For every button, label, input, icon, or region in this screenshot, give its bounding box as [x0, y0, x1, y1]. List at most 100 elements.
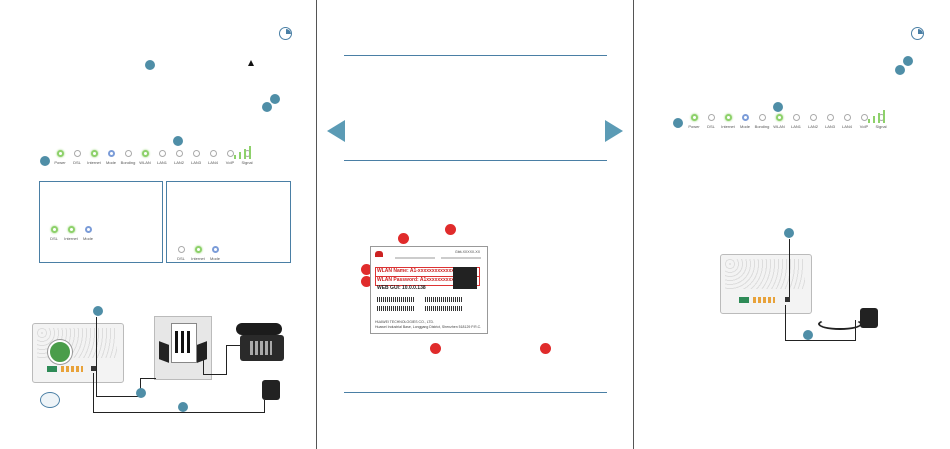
cable — [96, 317, 97, 397]
led-indicator — [211, 246, 219, 253]
led-lan1: LAN1 — [788, 114, 804, 129]
cable — [140, 378, 156, 379]
led-label: Bonding — [120, 160, 136, 165]
step-marker — [178, 402, 188, 412]
warning-triangle-icon — [248, 60, 254, 66]
led-indicator — [758, 114, 766, 121]
cable-coil — [818, 318, 862, 330]
led-lan3: LAN3 — [822, 114, 838, 129]
step-marker — [136, 388, 146, 398]
timer-icon — [279, 27, 292, 40]
led-wlan: WLAN — [137, 150, 153, 165]
led-lan3: LAN3 — [188, 150, 204, 165]
led-indicator — [194, 246, 202, 253]
led-label: LAN1 — [790, 124, 801, 129]
led-label: VoIP — [225, 160, 235, 165]
separator-line — [344, 392, 607, 393]
led-lan4: LAN4 — [839, 114, 855, 129]
cable — [140, 378, 141, 397]
led-label: LAN4 — [841, 124, 852, 129]
led-indicator — [690, 114, 698, 121]
divider-left — [316, 0, 317, 449]
led-indicator — [56, 150, 64, 157]
label-footer: HUAWEI TECHNOLOGIES CO., LTD. — [375, 320, 435, 324]
led-indicator — [741, 114, 749, 121]
led-power: Power — [686, 114, 702, 129]
led-internet: Internet — [190, 246, 206, 261]
led-label: Mode — [209, 256, 220, 261]
led-label: LAN4 — [207, 160, 218, 165]
led-voip: VoIP — [222, 150, 238, 165]
step-marker — [262, 102, 272, 112]
led-indicator — [175, 150, 183, 157]
led-label: LAN2 — [807, 124, 818, 129]
step-marker — [903, 56, 913, 66]
green-highlight-icon — [48, 340, 72, 364]
led-indicator — [724, 114, 732, 121]
step-marker — [895, 65, 905, 75]
led-label: DSL — [73, 160, 81, 165]
arrow-left-icon[interactable] — [327, 120, 345, 142]
arrow-right-icon[interactable] — [605, 120, 623, 142]
power-adapter-icon — [262, 380, 280, 400]
led-indicator — [775, 114, 783, 121]
web-gui-text: WEB GUI: 10.0.0.138 — [377, 285, 426, 291]
separator-line — [344, 160, 607, 161]
led-mode: Mode — [737, 114, 753, 129]
led-label: Bonding — [754, 124, 770, 129]
led-label: Internet — [87, 160, 101, 165]
led-indicator — [209, 150, 217, 157]
led-indicator — [192, 150, 200, 157]
led-mode: Mode — [207, 246, 223, 261]
led-indicator — [809, 114, 817, 121]
cable — [93, 412, 265, 413]
step-marker — [173, 136, 183, 146]
led-label: Mode — [105, 160, 116, 165]
step-marker — [773, 102, 783, 112]
step-marker — [270, 94, 280, 104]
led-label: DSL — [177, 256, 185, 261]
led-wlan: WLAN — [771, 114, 787, 129]
led-indicator — [84, 226, 92, 233]
led-label: VoIP — [859, 124, 869, 129]
device-label: Gbit-XXXXX-XX WLAN Name: A1-xxxxxxxxxxxx… — [370, 246, 488, 334]
led-power: Power — [52, 150, 68, 165]
led-lan2: LAN2 — [171, 150, 187, 165]
cable — [203, 344, 204, 374]
step-marker — [40, 156, 50, 166]
barcode — [377, 306, 415, 311]
model-text: Gbit-XXXXX-XX — [455, 250, 481, 254]
led-label: LAN3 — [824, 124, 835, 129]
led-label: Signal — [241, 160, 253, 165]
led-label: WLAN — [773, 124, 785, 129]
led-dsl: DSL — [173, 246, 189, 261]
led-dsl: DSL — [69, 150, 85, 165]
led-lan1: LAN1 — [154, 150, 170, 165]
cable — [785, 305, 786, 341]
led-internet: Internet — [720, 114, 736, 129]
cable-plug-icon — [40, 392, 60, 408]
splitter-icon — [154, 316, 212, 380]
signal-bars-icon — [868, 110, 888, 124]
led-label: Signal — [875, 124, 887, 129]
router-icon — [720, 254, 812, 314]
led-label: WLAN — [139, 160, 151, 165]
power-adapter-icon — [860, 308, 878, 328]
step-marker-red — [540, 343, 551, 354]
led-indicator — [177, 246, 185, 253]
led-voip: VoIP — [856, 114, 872, 129]
led-bonding: Bonding — [754, 114, 770, 129]
router-icon — [32, 323, 124, 383]
led-indicator — [141, 150, 149, 157]
label-footer: Huawei Industrial Base, Longgang Distric… — [375, 325, 482, 329]
step-marker — [784, 228, 794, 238]
led-label: Mode — [739, 124, 750, 129]
cable — [96, 396, 140, 397]
qr-code — [453, 267, 477, 289]
led-indicator — [90, 150, 98, 157]
